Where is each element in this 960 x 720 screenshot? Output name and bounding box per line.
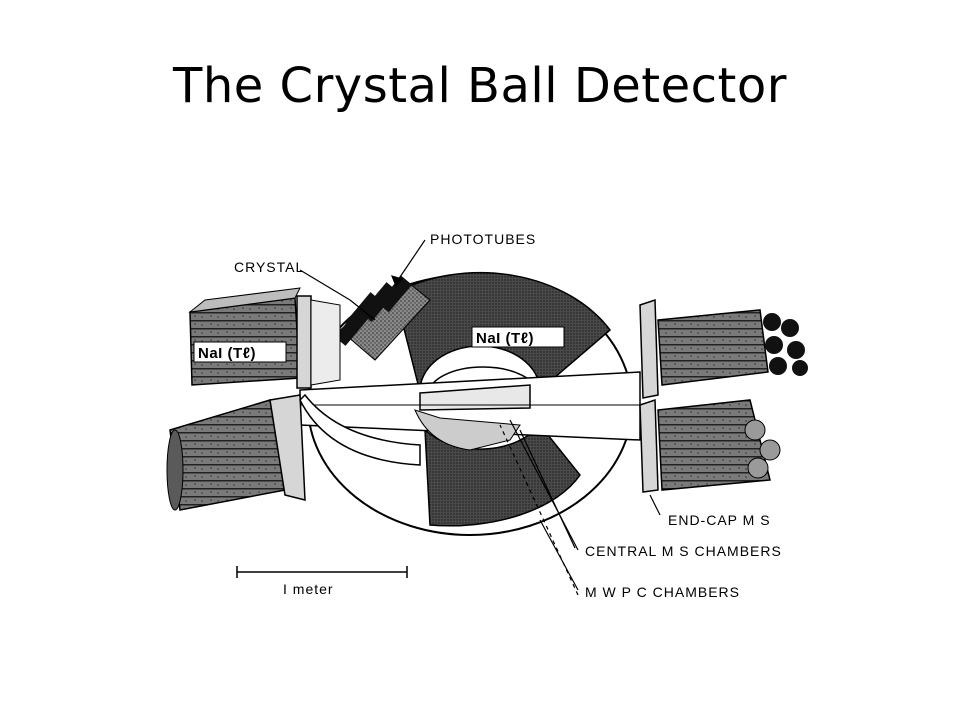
label-crystal: CRYSTAL (234, 259, 304, 275)
left-lower-endcap (166, 393, 421, 511)
nai-center-box (471, 326, 565, 348)
slide-title: The Crystal Ball Detector (173, 58, 787, 114)
label-phototubes: PHOTOTUBES (430, 231, 536, 247)
phototube-array (334, 275, 431, 361)
label-central-chambers: CENTRAL M S CHAMBERS (585, 543, 782, 559)
right-upper-endcap (639, 298, 808, 399)
nai-left-box (193, 341, 287, 363)
beam-pipe (299, 371, 641, 451)
left-upper-endcap (188, 287, 341, 389)
leader-lines (299, 239, 661, 596)
label-nai-center: NaI (Tℓ) (476, 330, 534, 347)
label-nai-left: NaI (Tℓ) (198, 345, 256, 362)
label-end-cap: END-CAP M S (668, 512, 771, 528)
label-mwpc-chambers: M W P C CHAMBERS (585, 584, 740, 600)
scale-bar (236, 566, 408, 578)
label-scale: I meter (283, 581, 334, 597)
right-lower-endcap (639, 398, 781, 493)
